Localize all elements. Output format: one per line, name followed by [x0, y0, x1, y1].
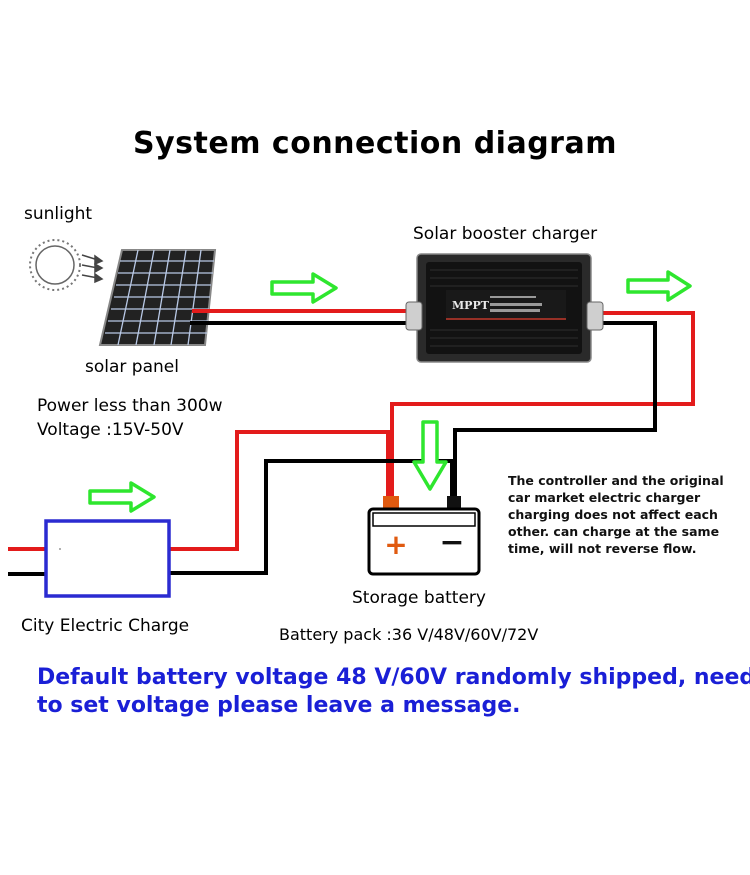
flow-arrow-down-icon: [412, 420, 448, 491]
voltage-notice: Default battery voltage 48 V/60V randoml…: [37, 664, 750, 720]
storage-battery-label: Storage battery: [352, 588, 486, 608]
page-title: System connection diagram: [133, 126, 617, 161]
sun-rays-icon: [81, 254, 104, 284]
power-spec: Power less than 300w: [37, 396, 223, 416]
storage-battery-image: + −: [367, 496, 481, 576]
flow-arrow-right-icon: [88, 481, 156, 513]
solar-panel-image: [98, 249, 217, 346]
battery-pack-spec: Battery pack :36 V/48V/60V/72V: [279, 625, 539, 644]
city-charge-label: City Electric Charge: [21, 616, 190, 636]
solar-panel-label: solar panel: [85, 357, 179, 377]
voltage-notice-line-2: to set voltage please leave a message.: [37, 693, 521, 718]
voltage-spec: Voltage :15V-50V: [37, 420, 184, 440]
panel-to-controller-wires: [190, 309, 420, 325]
mppt-controller-image: MPPT: [405, 253, 604, 363]
battery-minus-sign: −: [439, 525, 464, 560]
city-charger-wires: [8, 430, 454, 576]
controller-markings: [490, 296, 542, 312]
parallel-charging-note: The controller and the original car mark…: [508, 473, 724, 556]
sun-icon: [29, 239, 81, 291]
flow-arrow-right-icon: [270, 272, 338, 304]
sunlight-label: sunlight: [24, 204, 93, 224]
battery-plus-sign: +: [384, 528, 407, 561]
controller-output-wires: [390, 311, 695, 500]
city-charger-box: [44, 519, 171, 598]
mppt-badge: MPPT: [452, 299, 490, 312]
voltage-notice-line-1: Default battery voltage 48 V/60V randoml…: [37, 665, 750, 690]
controller-label: Solar booster charger: [413, 224, 598, 244]
flow-arrow-right-icon: [626, 270, 692, 302]
